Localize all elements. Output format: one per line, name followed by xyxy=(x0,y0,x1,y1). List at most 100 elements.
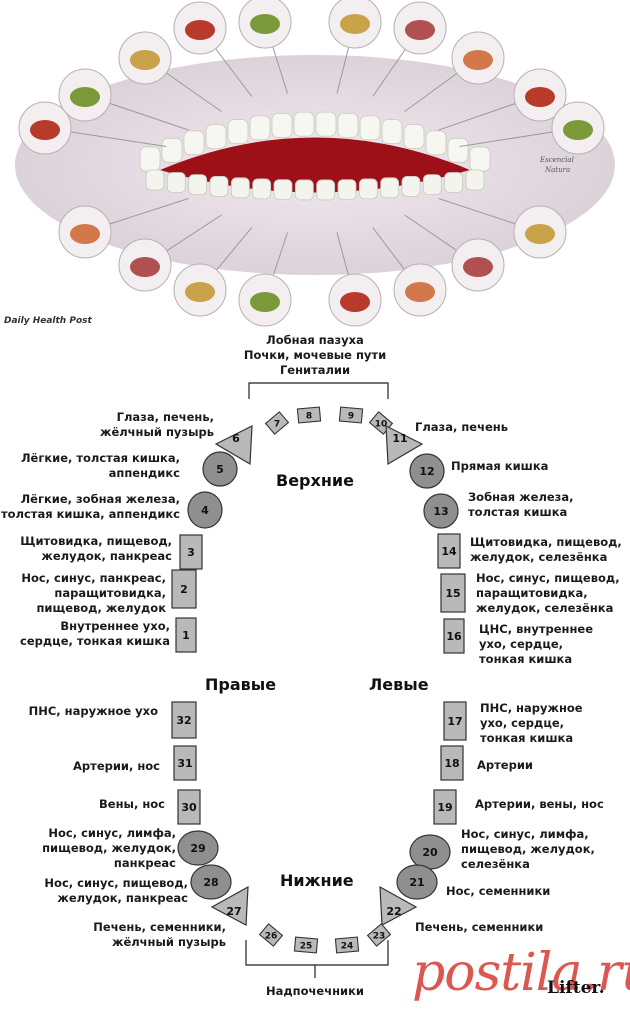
upper-tooth xyxy=(359,115,381,141)
tooth-shape xyxy=(210,885,249,926)
tooth-shape xyxy=(423,493,459,529)
lower-tooth xyxy=(209,175,229,197)
tooth-label-line: желудок, панкреас xyxy=(57,891,188,905)
tooth-number: 25 xyxy=(300,942,313,952)
section-left: Левые xyxy=(369,675,429,694)
tooth-label-21: Нос, семенники xyxy=(446,884,550,899)
tooth-label-line: Внутреннее ухо, xyxy=(60,619,170,633)
tooth-12: 12 xyxy=(409,453,445,489)
upper-tooth xyxy=(293,111,315,137)
lower-tooth xyxy=(444,172,464,193)
tooth-number: 29 xyxy=(190,842,205,855)
organ-icon xyxy=(250,14,280,34)
tooth-label-line: желудок, селезёнка xyxy=(470,550,608,564)
tooth-number: 22 xyxy=(386,905,401,918)
tooth-label-27: Печень, семенники,жёлчный пузырь xyxy=(93,920,226,950)
tooth-18: 18 xyxy=(440,745,464,781)
tooth-label-line: Нос, синус, панкреас, xyxy=(21,571,166,585)
tooth-19: 19 xyxy=(433,789,457,825)
upper-tooth xyxy=(469,146,491,172)
tooth-32: 32 xyxy=(171,701,197,739)
tooth-shape xyxy=(177,789,201,825)
tooth-13: 13 xyxy=(423,493,459,529)
tooth-shape xyxy=(258,923,284,947)
lower-tooth xyxy=(465,169,485,191)
tooth-shape xyxy=(296,406,322,424)
section-upper: Верхние xyxy=(276,471,354,490)
tooth-label-line: Нос, синус, лимфа, xyxy=(461,827,589,841)
tooth-label-line: толстая кишка xyxy=(468,505,568,519)
tooth-shape xyxy=(443,701,467,741)
tooth-20: 20 xyxy=(409,834,451,870)
tooth-label-29: Нос, синус, лимфа,пищевод, желудок,панкр… xyxy=(42,826,176,871)
tooth-label-line: Лёгкие, зобная железа, xyxy=(20,492,180,506)
tooth-label-line: Прямая кишка xyxy=(451,459,549,473)
tooth-label-line: Зобная железа, xyxy=(468,490,574,504)
tooth-label-line: Печень, семенники, xyxy=(93,920,226,934)
tooth-shape xyxy=(338,406,364,424)
tooth-shape xyxy=(190,864,232,900)
tooth-label-line: жёлчный пузырь xyxy=(112,935,226,949)
tooth-label-line: ПНС, наружное ухо xyxy=(28,704,158,718)
tooth-label-line: Вены, нос xyxy=(99,797,165,811)
tooth-24: 24 xyxy=(334,936,360,954)
tooth-17: 17 xyxy=(443,701,467,741)
organ-icon xyxy=(185,20,215,40)
tooth-label-28: Нос, синус, пищевод,желудок, панкреас xyxy=(44,876,188,906)
tooth-number: 20 xyxy=(422,846,438,859)
organ-icon xyxy=(340,292,370,312)
tooth-shape xyxy=(334,936,360,954)
tooth-28: 28 xyxy=(190,864,232,900)
tooth-23: 23 xyxy=(366,923,392,947)
tooth-label-1: Внутреннее ухо,сердце, тонкая кишка xyxy=(20,619,170,649)
upper-teeth-row xyxy=(139,111,491,172)
tooth-label-3: Щитовидка, пищевод,желудок, панкреас xyxy=(20,534,172,564)
tooth-26: 26 xyxy=(258,923,284,947)
tooth-number: 11 xyxy=(392,432,407,445)
tooth-4: 4 xyxy=(187,491,223,529)
tooth-shape xyxy=(379,885,418,926)
bottom-label: Надпочечники xyxy=(266,984,364,998)
tooth-label-line: желудок, панкреас xyxy=(41,549,172,563)
tooth-shape xyxy=(173,745,197,781)
tooth-number: 27 xyxy=(226,905,241,918)
organ-icon xyxy=(463,257,493,277)
tooth-label-line: Щитовидка, пищевод, xyxy=(470,535,622,549)
tooth-label-5: Лёгкие, толстая кишка,аппендикс xyxy=(21,451,180,481)
lower-tooth xyxy=(230,177,250,199)
tooth-label-line: Артерии, нос xyxy=(73,759,160,773)
tooth-label-line: жёлчный пузырь xyxy=(100,425,214,439)
tooth-shape xyxy=(409,453,445,489)
tooth-number: 8 xyxy=(306,412,312,422)
organ-icon xyxy=(340,14,370,34)
tooth-label-30: Вены, нос xyxy=(99,797,165,812)
lower-tooth xyxy=(380,177,400,199)
tooth-6: 6 xyxy=(214,425,253,466)
tooth-label-line: Нос, синус, пищевод, xyxy=(44,876,188,890)
illustration-svg: Escencial Natura xyxy=(15,0,615,327)
lower-tooth xyxy=(316,179,336,201)
tooth-label-32: ПНС, наружное ухо xyxy=(29,704,158,719)
tooth-label-line: сердце, тонкая кишка xyxy=(20,634,170,648)
lower-tooth xyxy=(337,179,357,201)
tooth-22: 22 xyxy=(379,885,418,926)
tooth-label-19: Артерии, вены, нос xyxy=(475,797,604,812)
tooth-number: 14 xyxy=(441,545,457,558)
tooth-number: 12 xyxy=(419,465,434,478)
tooth-number: 2 xyxy=(180,583,188,596)
tooth-label-line: панкреас xyxy=(113,856,176,870)
tooth-shape xyxy=(437,533,461,569)
tooth-number: 15 xyxy=(445,587,460,600)
upper-tooth xyxy=(227,119,249,145)
lifter-logo: Lifter. xyxy=(547,978,605,998)
postila-watermark: postila.ru xyxy=(412,943,630,1003)
tooth-label-line: селезёнка xyxy=(461,857,530,871)
tooth-label-15: Нос, синус, пищевод,паращитовидка,желудо… xyxy=(476,571,620,616)
upper-tooth xyxy=(315,111,337,137)
tooth-8: 8 xyxy=(296,406,322,424)
tooth-16: 16 xyxy=(443,618,465,654)
tooth-label-line: Нос, семенники xyxy=(446,884,551,898)
